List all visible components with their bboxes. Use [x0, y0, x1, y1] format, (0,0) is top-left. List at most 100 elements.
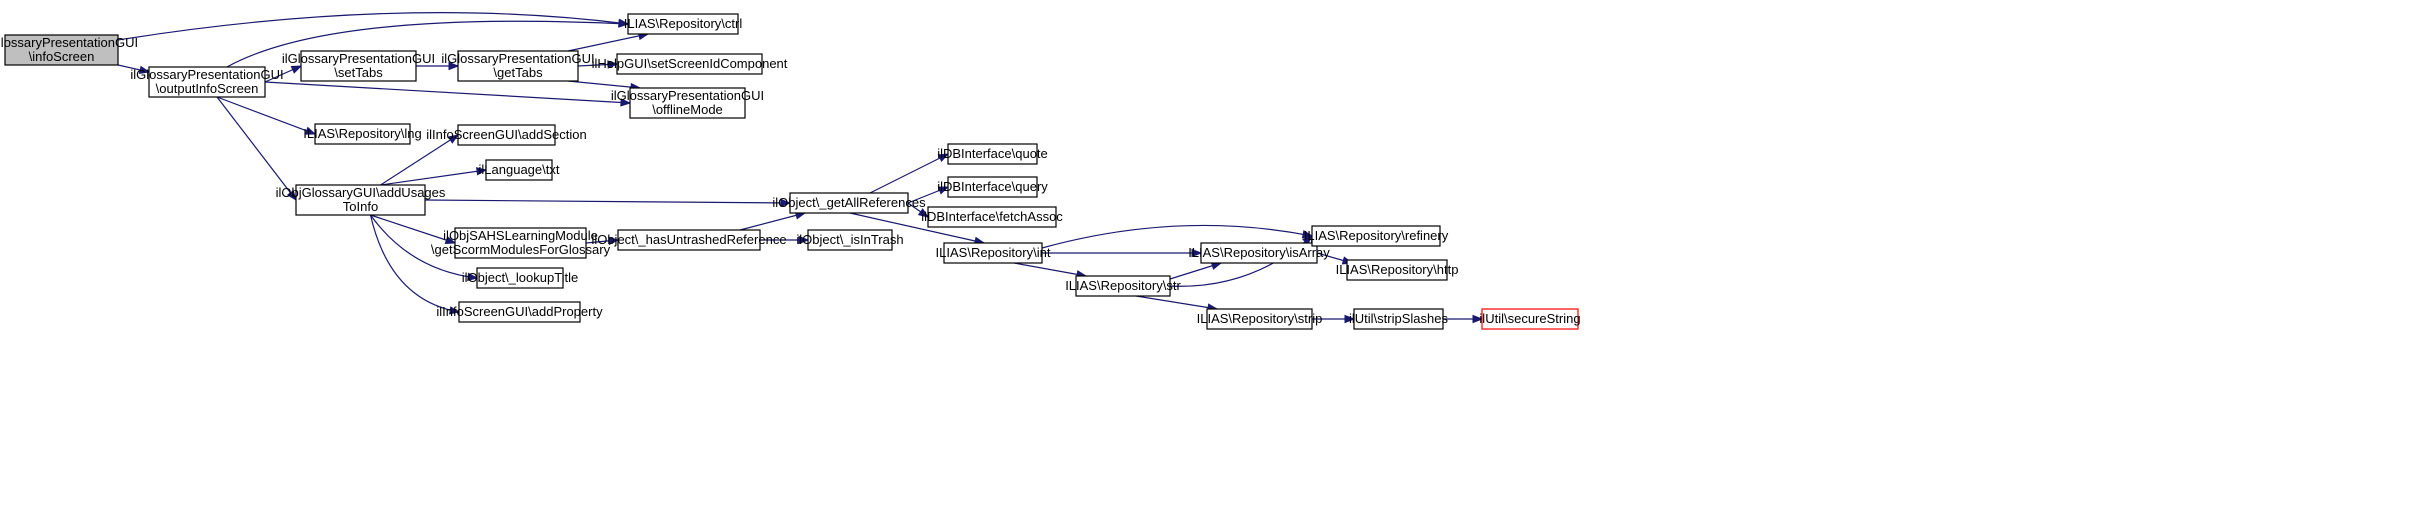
graph-node-n18[interactable]: ilDBInterface\query: [937, 176, 1048, 198]
edge-arrowhead-n15-to-n16: [798, 235, 810, 245]
node-label: ilGlossaryPresentationGUI: [282, 51, 435, 66]
graph-node-n20[interactable]: ILIAS\Repository\int: [936, 242, 1051, 264]
graph-node-n1[interactable]: ilGlossaryPresentationGUI\outputInfoScre…: [130, 66, 284, 98]
edge-arrowhead-n3-to-n4: [448, 61, 460, 71]
node-box: [1200, 242, 1318, 264]
node-box: [1353, 308, 1444, 330]
nodes-layer: ilGlossaryPresentationGUI\infoScreenilGl…: [0, 13, 1581, 330]
node-label: ToInfo: [343, 199, 378, 214]
graph-node-n7[interactable]: ILIAS\Repository\lng: [303, 123, 422, 145]
edge-n1-to-n2: [226, 20, 629, 68]
node-box: [627, 13, 739, 35]
node-label: ilObjGlossaryGUI\addUsages: [276, 185, 446, 200]
node-box: [947, 143, 1038, 165]
node-label: ILIAS\Repository\lng: [303, 126, 422, 141]
node-box: [295, 184, 426, 216]
edge-n20-to-n22: [1041, 224, 1313, 249]
node-box: [454, 227, 587, 259]
graph-node-n19[interactable]: ilDBInterface\fetchAssoc: [921, 206, 1063, 228]
graph-node-n2[interactable]: ILIAS\Repository\ctrl: [624, 13, 743, 35]
node-label: \outputInfoScreen: [156, 81, 259, 96]
graph-node-n14[interactable]: ilInfoScreenGUI\addProperty: [436, 301, 603, 323]
edge-n20-to-n23: [1013, 262, 1087, 277]
edge-arrowhead-n4-to-n5: [607, 60, 619, 69]
graph-node-n9[interactable]: ilInfoScreenGUI\addSection: [426, 124, 587, 146]
node-box: [458, 301, 581, 323]
graph-node-n10[interactable]: ilLanguage\txt: [479, 159, 560, 181]
node-label: ILIAS\Repository\http: [1336, 262, 1459, 277]
graph-node-n13[interactable]: ilObject\_lookupTitle: [462, 267, 579, 289]
edge-arrowhead-n8-to-n11: [780, 198, 792, 208]
node-box: [617, 229, 761, 251]
edge-n1-to-n7: [216, 96, 316, 135]
node-box: [927, 206, 1057, 228]
graph-node-n22[interactable]: ILIAS\Repository\refinery: [1304, 225, 1449, 247]
node-label: ilObject\_isInTrash: [796, 232, 903, 247]
node-box: [1346, 259, 1448, 281]
node-label: ilDBInterface\fetchAssoc: [921, 209, 1063, 224]
graph-node-n3[interactable]: ilGlossaryPresentationGUI\setTabs: [282, 50, 435, 82]
graph-node-n24[interactable]: ILIAS\Repository\http: [1336, 259, 1459, 281]
edge-n8-to-n12: [370, 214, 456, 244]
node-box: [1075, 275, 1171, 297]
graph-node-n23[interactable]: ILIAS\Repository\str: [1065, 275, 1181, 297]
edge-arrowhead-n20-to-n21: [1191, 248, 1203, 258]
graph-node-n6[interactable]: ilGlossaryPresentationGUI\offlineMode: [611, 87, 764, 119]
edge-n1-to-n8: [216, 96, 297, 201]
graph-node-n17[interactable]: ilDBInterface\quote: [937, 143, 1048, 165]
edge-n8-to-n13: [370, 214, 478, 279]
graph-node-n21[interactable]: ILIAS\Repository\isArray: [1188, 242, 1330, 264]
node-box: [1311, 225, 1441, 247]
edge-n11-to-n20: [849, 212, 985, 244]
node-label: ilUtil\secureString: [1479, 311, 1580, 326]
edge-arrowhead-n8-to-n12: [444, 235, 457, 245]
node-label: \infoScreen: [29, 49, 95, 64]
node-box: [4, 34, 119, 66]
edge-n1-to-n6: [264, 81, 631, 104]
graph-node-n15[interactable]: ilObject\_hasUntrashedReference: [591, 229, 787, 251]
node-box: [1206, 308, 1313, 330]
node-box: [457, 50, 579, 82]
node-label: ILIAS\Repository\ctrl: [624, 16, 743, 31]
graph-node-n4[interactable]: ilGlossaryPresentationGUI\getTabs: [441, 50, 595, 82]
graph-node-n27[interactable]: ilUtil\secureString: [1479, 308, 1581, 330]
edge-arrowhead-n25-to-n26: [1344, 314, 1356, 324]
node-label: ILIAS\Repository\str: [1065, 278, 1181, 293]
node-label: ilDBInterface\query: [937, 179, 1048, 194]
edge-n4-to-n6: [567, 80, 641, 89]
node-label: ILIAS\Repository\int: [936, 245, 1051, 260]
graph-node-n12[interactable]: ilObjSAHSLearningModule\getScormModulesF…: [431, 227, 611, 259]
node-label: ILIAS\Repository\strip: [1197, 311, 1323, 326]
node-box: [943, 242, 1043, 264]
edge-arrowhead-n8-to-n13: [467, 272, 479, 282]
node-box: [616, 53, 763, 75]
graph-node-n0[interactable]: ilGlossaryPresentationGUI\infoScreen: [0, 34, 138, 66]
node-label: ilInfoScreenGUI\addSection: [426, 127, 586, 142]
node-label: ilGlossaryPresentationGUI: [611, 88, 764, 103]
edge-arrowhead-n1-to-n3: [290, 65, 303, 74]
edge-arrowhead-n8-to-n10: [475, 167, 488, 176]
node-box: [789, 192, 909, 214]
edge-n8-to-n14: [369, 214, 460, 313]
node-box: [476, 267, 564, 289]
edge-arrowhead-n1-to-n7: [304, 126, 317, 135]
node-box: [947, 176, 1038, 198]
edge-n8-to-n9: [380, 134, 459, 186]
node-box: [148, 66, 266, 98]
graph-node-n25[interactable]: ILIAS\Repository\strip: [1197, 308, 1323, 330]
edge-n8-to-n10: [380, 169, 487, 186]
node-label: ilObject\_lookupTitle: [462, 270, 579, 285]
edge-n8-to-n11: [424, 199, 791, 204]
node-box: [457, 124, 556, 146]
graph-node-n26[interactable]: ilUtil\stripSlashes: [1349, 308, 1448, 330]
graph-node-n16[interactable]: ilObject\_isInTrash: [796, 229, 904, 251]
node-label: ilGlossaryPresentationGUI: [130, 67, 283, 82]
node-box: [485, 159, 553, 181]
edge-arrowhead-n11-to-n18: [937, 186, 950, 195]
graph-node-n5[interactable]: ilHelpGUI\setScreenIdComponent: [592, 53, 788, 75]
edge-n4-to-n2: [567, 33, 649, 52]
edge-n23-to-n25: [1135, 295, 1218, 310]
graph-node-n11[interactable]: ilObject\_getAllReferences: [772, 192, 926, 214]
